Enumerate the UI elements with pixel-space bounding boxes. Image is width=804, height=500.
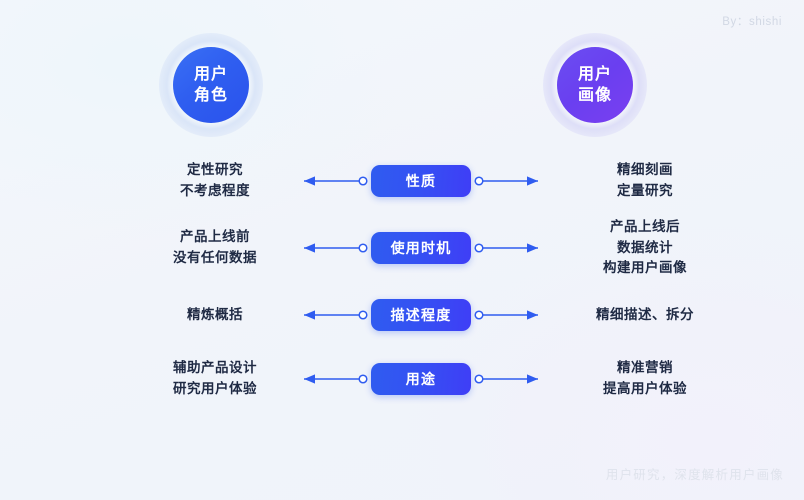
header-left-line2: 角色	[193, 87, 228, 104]
header-circle-user-role: 用户 角色	[159, 33, 263, 137]
table-row: 定性研究 不考虑程度 性质 精细刻画 定量研究	[0, 150, 804, 212]
table-row: 精炼概括 描述程度 精细描述、拆分	[0, 284, 804, 346]
arrow-right-row-2	[471, 238, 547, 258]
table-row: 辅助产品设计 研究用户体验 用途 精准营销 提高用户	[0, 346, 804, 412]
arrow-right-row-3	[471, 305, 547, 325]
row-1-right-line1: 精细刻画	[617, 162, 673, 178]
row-3-left-line1: 精炼概括	[187, 306, 243, 322]
table-row: 产品上线前 没有任何数据 使用时机 产品上线后 数据	[0, 212, 804, 284]
header-circle-right-inner: 用户 画像	[557, 47, 633, 123]
arrow-left-row-3	[295, 305, 371, 325]
row-3-right-line1: 精细描述、拆分	[596, 306, 694, 322]
row-1-left-line2: 不考虑程度	[180, 183, 250, 198]
attribute-pill-miaoshuchengdu[interactable]: 描述程度	[371, 299, 471, 331]
row-2-left-line1: 产品上线前	[180, 229, 250, 245]
header-left-line1: 用户	[193, 65, 228, 83]
row-2-right-line3: 构建用户画像	[603, 260, 687, 276]
header-right-line1: 用户	[577, 65, 612, 83]
header-circle-left-inner: 用户 角色	[173, 47, 249, 123]
attribute-pill-yongtu[interactable]: 用途	[371, 363, 471, 395]
row-2-left-text: 产品上线前 没有任何数据	[135, 227, 295, 268]
row-4-left-line1: 辅助产品设计	[173, 360, 257, 376]
arrow-right-row-4	[471, 369, 547, 389]
row-1-left-line1: 定性研究	[187, 162, 243, 178]
header-right-line2: 画像	[577, 87, 612, 104]
row-2-right-line1: 产品上线后	[610, 219, 680, 235]
row-3-left-text: 精炼概括	[135, 305, 295, 326]
row-1-right-line2: 定量研究	[617, 183, 673, 198]
row-4-left-text: 辅助产品设计 研究用户体验	[135, 358, 295, 399]
row-2-right-text: 产品上线后 数据统计 构建用户画像	[565, 217, 725, 279]
row-4-left-line2: 研究用户体验	[173, 381, 257, 396]
arrow-left-row-1	[295, 171, 371, 191]
row-2-right-line2: 数据统计	[617, 239, 673, 255]
row-2-left-line2: 没有任何数据	[173, 250, 257, 265]
arrow-right-row-1	[471, 171, 547, 191]
watermark-author: By：shishi	[722, 16, 782, 28]
attribute-pill-xingzhi[interactable]: 性质	[371, 165, 471, 197]
row-4-right-line2: 提高用户体验	[603, 381, 687, 396]
arrow-left-row-4	[295, 369, 371, 389]
header-circle-user-persona: 用户 画像	[543, 33, 647, 137]
attribute-pill-shiyongshiji[interactable]: 使用时机	[371, 232, 471, 264]
arrow-left-row-2	[295, 238, 371, 258]
row-4-right-line1: 精准营销	[617, 360, 673, 376]
row-1-left-text: 定性研究 不考虑程度	[135, 160, 295, 201]
row-4-right-text: 精准营销 提高用户体验	[565, 358, 725, 399]
watermark-topic: 用户研究，深度解析用户画像	[605, 468, 784, 482]
row-3-right-text: 精细描述、拆分	[565, 305, 725, 326]
row-1-right-text: 精细刻画 定量研究	[565, 160, 725, 201]
comparison-rows: 定性研究 不考虑程度 性质 精细刻画 定量研究	[0, 150, 804, 412]
